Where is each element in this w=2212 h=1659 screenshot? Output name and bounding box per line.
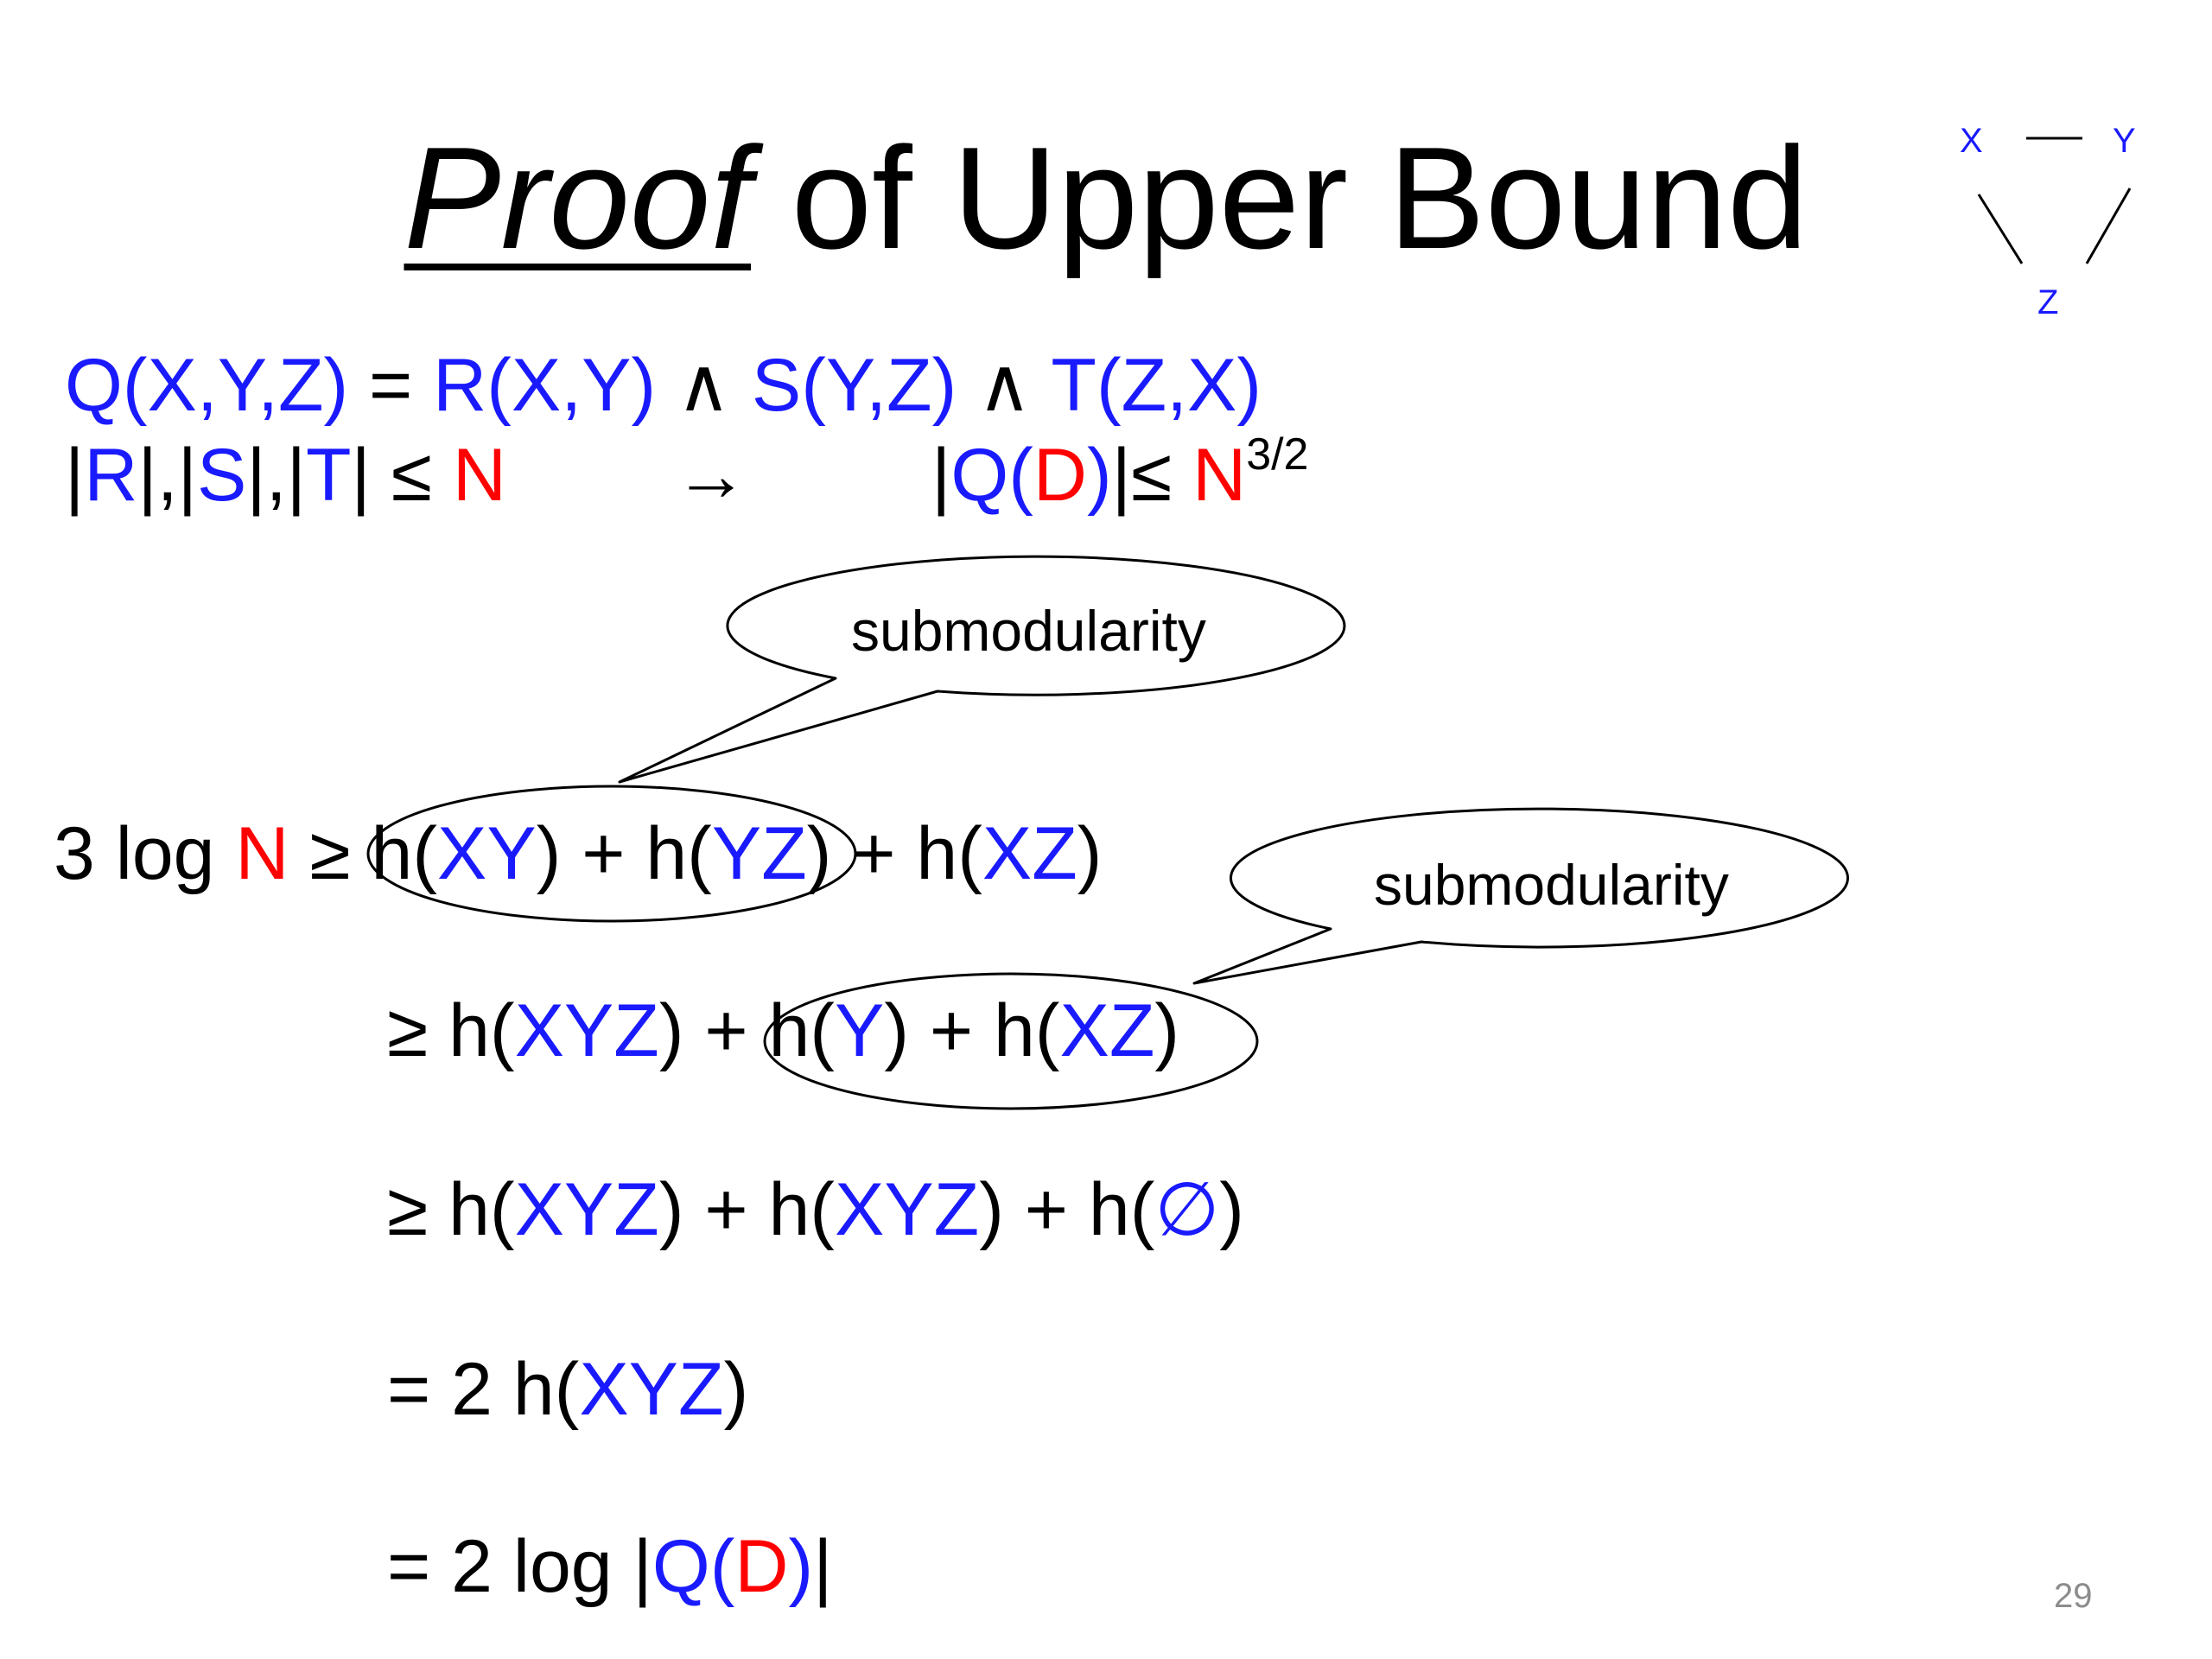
and-operator-1: ∧ [656,344,752,427]
triangle-vertex-z: Z [2037,283,2059,321]
callout-submodularity-2: submodularity [1374,853,1729,917]
query-q: Q( [652,1525,735,1608]
pipe: | [931,434,951,517]
entropy-plus: ) + h( [658,989,835,1072]
title-rest: of Upper Bound [751,117,1808,279]
query-q: Q( [950,434,1033,517]
separator: |,| [137,434,198,517]
size-r: R [84,434,138,517]
query-head: Q(X,Y,Z) [65,344,349,427]
var-yz: YZ [711,812,807,895]
entropy-close: ) [1154,989,1179,1072]
relation-t: T(Z,X) [1051,344,1262,427]
less-equal: | ≤ [351,434,453,517]
size-s: S [197,434,247,517]
separator: |,| [246,434,306,517]
greater-equal: ≥ [289,812,372,895]
entropy-plus: ) + h( [979,1168,1155,1251]
var-xyz: XYZ [834,1168,980,1251]
empty-set: ∅ [1154,1168,1220,1251]
var-xyz: XYZ [514,989,659,1072]
proof-line-5: = 2 log |Q(D)| [387,1529,832,1604]
callout-submodularity-1: submodularity [851,599,1206,663]
triangle-edge-xz [1977,194,2024,264]
entropy-plus: ) + h( [884,989,1060,1072]
exponent: 3/2 [1246,429,1309,480]
less-equal: |≤ [1111,434,1193,517]
and-operator-2: ∧ [957,344,1052,427]
entropy-plus: ) + h( [658,1168,835,1251]
n-symbol: N [1192,434,1247,517]
entropy-close: ) [723,1348,749,1431]
query-close: ) [1087,434,1112,517]
var-xyz: XYZ [514,1168,659,1251]
log-prefix: 3 log [54,812,236,895]
var-xyz: XYZ [579,1348,724,1431]
pipe: | [813,1525,833,1608]
entropy-open: h( [371,812,437,895]
triangle-vertex-x: X [1960,122,1983,160]
relation-r: R(X,Y) [433,344,657,427]
slide-title: Proof of Upper Bound [0,125,2212,270]
pipe: | [65,434,85,517]
n-symbol: N [235,812,289,895]
title-italic-word: Proof [404,117,752,279]
output-bound: |Q(D)|≤ N3/2 [931,432,1308,512]
implies-arrow-icon: → [674,434,748,517]
var-xz: XZ [982,812,1077,895]
triangle-vertex-y: Y [2113,122,2136,160]
page-number: 29 [2054,1577,2093,1615]
speech-bubble-2 [1192,807,1849,985]
entropy-close: ) [1219,1168,1244,1251]
query-definition: Q(X,Y,Z) = R(X,Y) ∧ S(Y,Z) ∧ T(Z,X) [65,348,1262,423]
query-close: ) [788,1525,814,1608]
n-symbol: N [452,434,506,517]
size-t: T [305,434,352,517]
triangle-edge-yz [2085,188,2132,264]
circled-terms-xy-yz [366,785,857,923]
entropy-plus: ) + h( [806,812,982,895]
database-d: D [1033,434,1087,517]
equals-2log: = 2 log | [387,1525,652,1608]
var-y: Y [834,989,885,1072]
query-equals: = [348,344,434,427]
relation-s: S(Y,Z) [751,344,957,427]
var-xy: XY [436,812,537,895]
proof-line-3: ≥ h(XYZ) + h(XYZ) + h(∅) [387,1173,1244,1247]
database-d: D [734,1525,789,1608]
proof-line-1: 3 log N ≥ h(XY) + h(YZ) + h(XZ) [54,817,1102,891]
proof-line-4: = 2 h(XYZ) [387,1352,748,1427]
var-xz: XZ [1059,989,1155,1072]
greater-equal-h: ≥ h( [387,989,515,1072]
greater-equal-h: ≥ h( [387,1168,515,1251]
speech-bubble-1 [618,555,1346,784]
entropy-plus: ) + h( [536,812,712,895]
entropy-close: ) [1077,812,1103,895]
circled-terms-y-xz [763,972,1259,1110]
cardinality-bound: |R|,|S|,|T| ≤ N [65,438,506,512]
proof-line-2: ≥ h(XYZ) + h(Y) + h(XZ) [387,994,1179,1068]
equals-2h: = 2 h( [387,1348,580,1431]
